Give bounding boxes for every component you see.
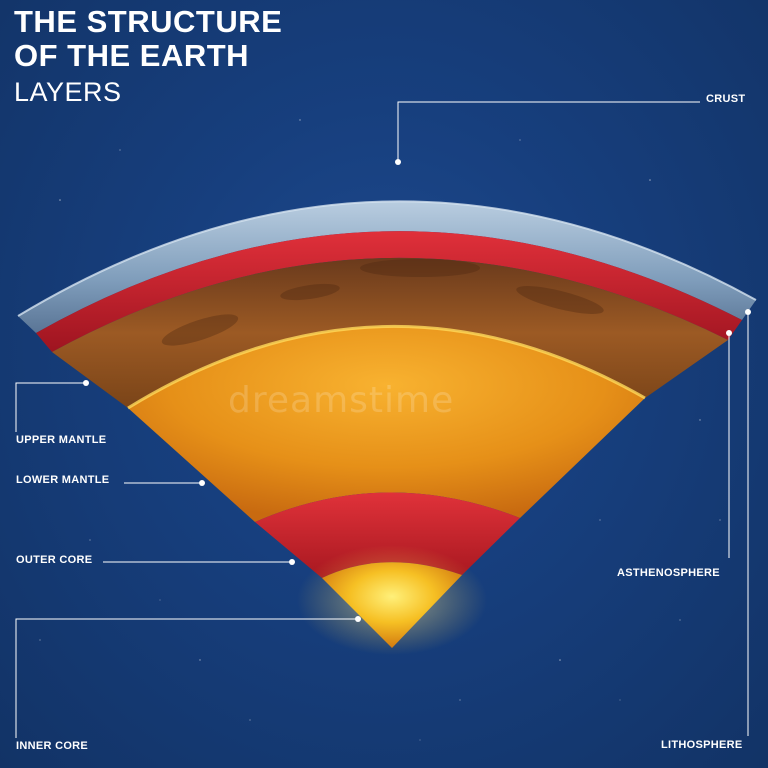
lower-mantle-layer bbox=[128, 326, 645, 522]
lithosphere-dot bbox=[745, 309, 751, 315]
crust-highlight bbox=[17, 200, 757, 317]
upper-mantle-texture bbox=[161, 259, 604, 346]
lithosphere-label: LITHOSPHERE bbox=[661, 739, 743, 751]
inner-core-leader bbox=[15, 618, 358, 738]
leader-dots bbox=[83, 159, 751, 622]
inner-core-dot bbox=[355, 616, 361, 622]
lower-mantle-dot bbox=[199, 480, 205, 486]
title-line-1: THE STRUCTURE bbox=[14, 4, 283, 39]
title-block: THE STRUCTURE OF THE EARTH LAYERS bbox=[14, 6, 282, 106]
upper-mantle-dot bbox=[83, 380, 89, 386]
asthenosphere-label: ASTHENOSPHERE bbox=[617, 567, 720, 579]
leader-lines bbox=[15, 101, 749, 738]
crust-label: CRUST bbox=[706, 93, 746, 105]
outer-core-label: OUTER CORE bbox=[16, 554, 93, 566]
upper-mantle-label: UPPER MANTLE bbox=[16, 434, 107, 446]
lower-mantle-label: LOWER MANTLE bbox=[16, 474, 110, 486]
watermark: dreamstime bbox=[228, 380, 455, 421]
upper-mantle-layer bbox=[52, 257, 728, 408]
lithosphere-red-layer bbox=[36, 231, 742, 352]
upper-mantle-leader bbox=[15, 382, 86, 432]
subtitle: LAYERS bbox=[14, 77, 122, 107]
outer-core-layer bbox=[255, 492, 520, 578]
crust-layer bbox=[18, 201, 756, 333]
outer-core-dot bbox=[289, 559, 295, 565]
inner-core-layer bbox=[322, 562, 462, 648]
inner-core-label: INNER CORE bbox=[16, 740, 89, 752]
title-line-2: OF THE EARTH bbox=[14, 38, 250, 73]
asthenosphere-dot bbox=[726, 330, 732, 336]
lower-mantle-glow-edge bbox=[127, 325, 646, 410]
crust-leader bbox=[397, 101, 700, 162]
crust-dot bbox=[395, 159, 401, 165]
